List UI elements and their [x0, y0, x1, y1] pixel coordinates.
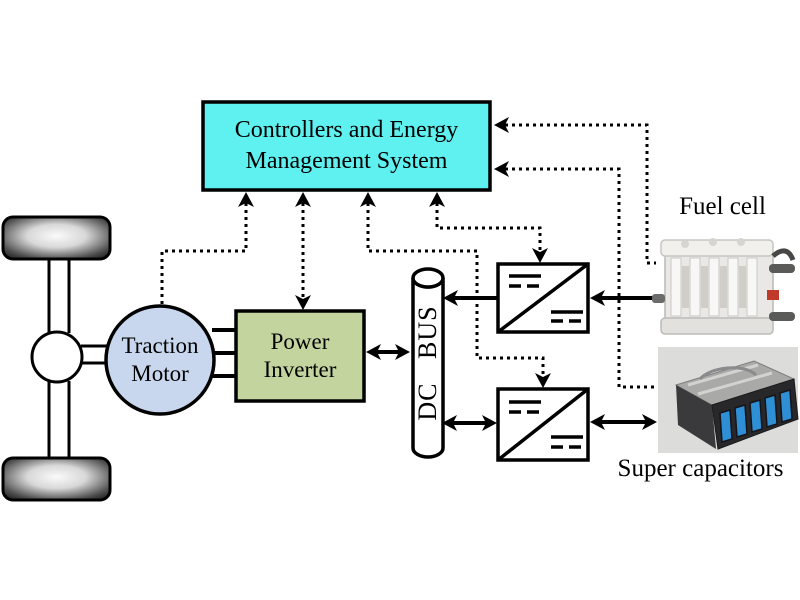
differential: [30, 330, 84, 384]
controller-box: [201, 100, 492, 192]
power-lines: [366, 290, 660, 431]
axle-shaft: [47, 258, 71, 458]
control-line-converter-fuelcell: [435, 203, 542, 252]
control-line-converter-supercap: [366, 203, 545, 377]
fuel-cell-image: [652, 238, 796, 335]
power-inverter-box: [234, 309, 366, 403]
wheel-bottom: [1, 456, 112, 502]
dc-bus-cylinder: [411, 267, 445, 459]
sense-line-fuelcell: [505, 123, 656, 265]
dcdc-converter-fuelcell: [496, 262, 590, 334]
control-line-motor: [160, 203, 248, 304]
dcdc-converter-supercap: [496, 387, 590, 462]
three-phase-lines: [212, 328, 238, 378]
sense-line-supercap: [505, 167, 657, 389]
wheel-top: [1, 215, 112, 261]
control-lines: [160, 117, 657, 389]
traction-motor-circle: [104, 304, 216, 416]
axle-assembly: [1, 215, 112, 502]
axle-motor-link: [81, 344, 108, 365]
super-capacitors-image: [658, 347, 799, 453]
